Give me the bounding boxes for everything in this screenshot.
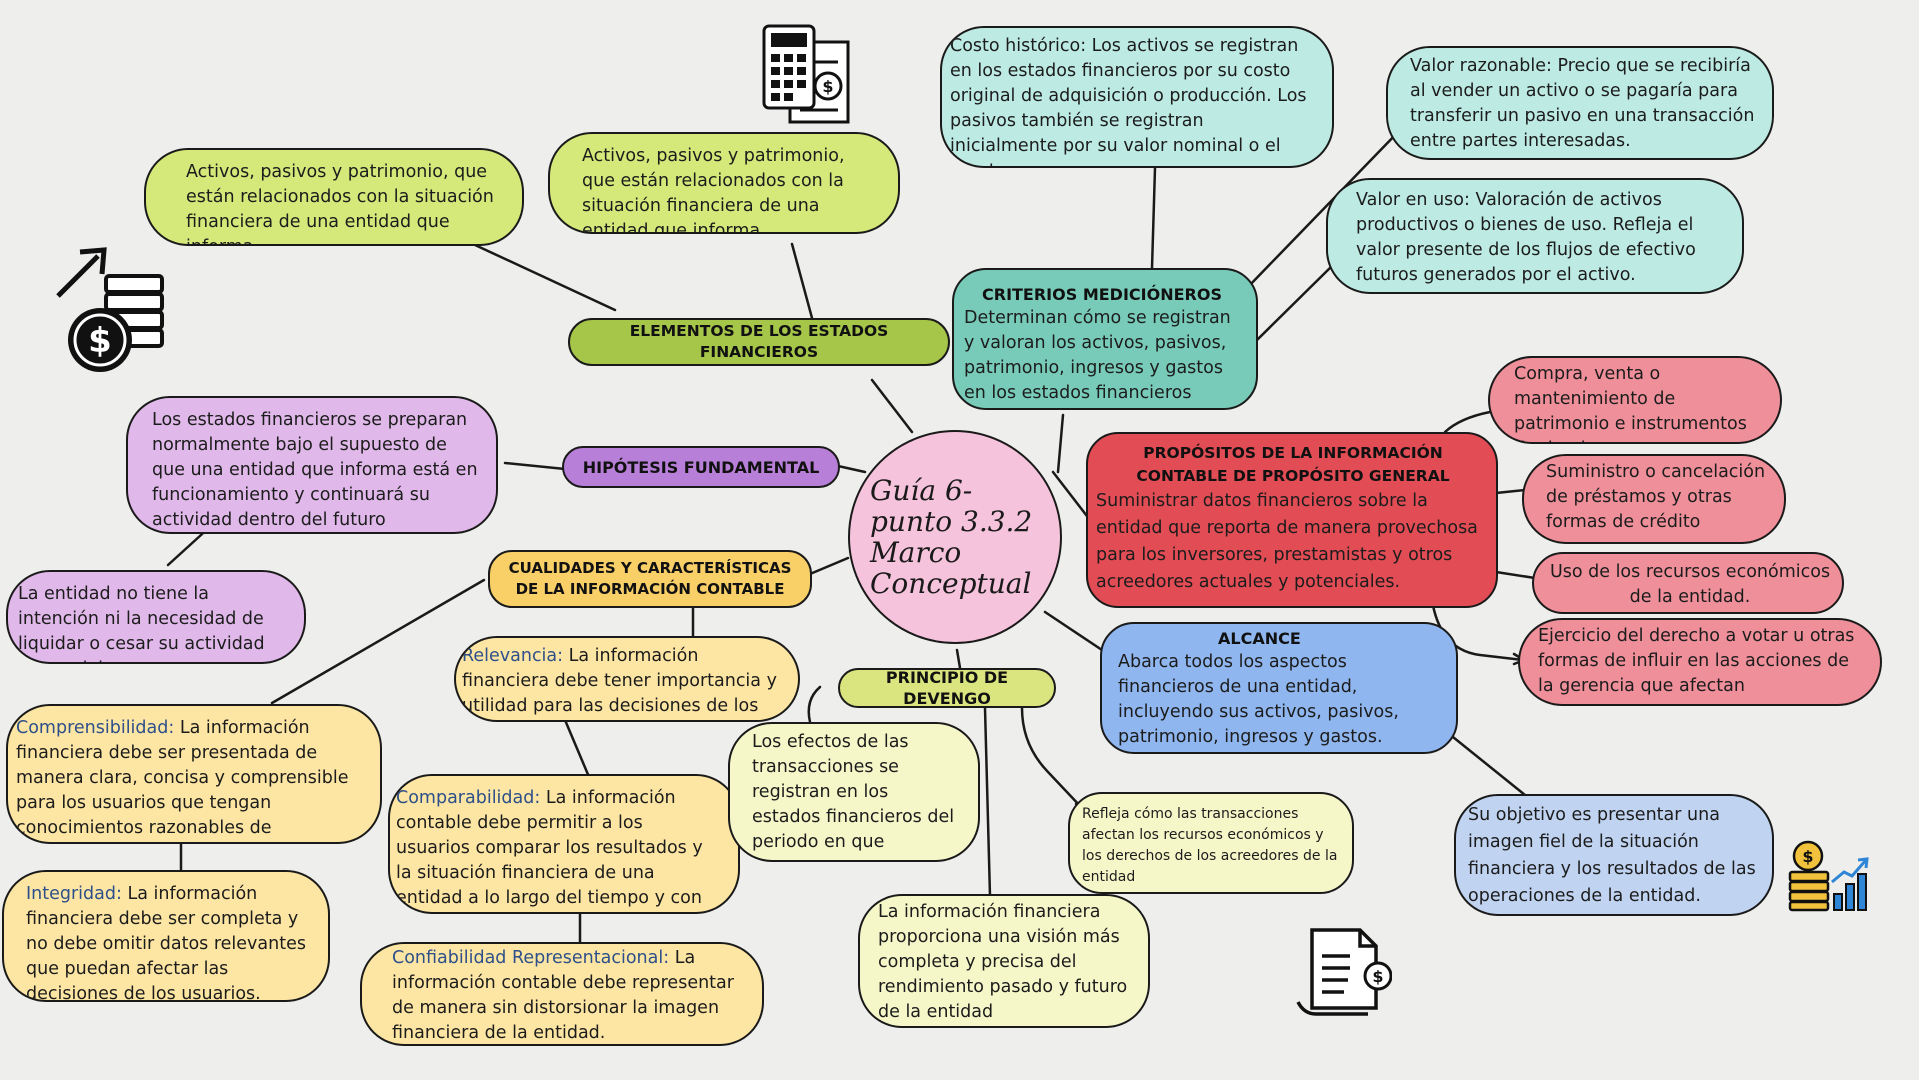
proposito-compra-text: Compra, venta o mantenimiento de patrimo… xyxy=(1514,364,1747,442)
valor-uso-box: Valor en uso: Valoración de activos prod… xyxy=(1326,178,1744,294)
confiabilidad-box: Confiabilidad Representacional: La infor… xyxy=(360,942,764,1046)
valor-razonable-box: Valor razonable: Precio que se recibiría… xyxy=(1386,46,1774,160)
proposito-suministro-text: Suministro o cancelación de préstamos y … xyxy=(1546,462,1766,532)
elementos-top-box: Activos, pasivos y patrimonio, que están… xyxy=(548,132,900,234)
svg-text:$: $ xyxy=(1802,847,1813,866)
hipotesis-box: Los estados financieros se preparan norm… xyxy=(126,396,498,534)
comparabilidad-text: La información contable debe permitir a … xyxy=(396,788,703,908)
alcance-objetivo-box: Su objetivo es presentar una imagen fiel… xyxy=(1454,794,1774,916)
coins-chart-icon: $ xyxy=(1786,838,1870,912)
calculator-invoice-icon: $ xyxy=(760,22,856,126)
costo-historico-box: Costo histórico: Los activos se registra… xyxy=(940,26,1334,168)
devengo-refleja-text: Refleja cómo las transacciones afectan l… xyxy=(1082,806,1338,885)
hipotesis-text: Los estados financieros se preparan norm… xyxy=(152,410,478,530)
comprensibilidad-text: La información financiera debe ser prese… xyxy=(16,718,349,838)
document-dollar-icon: $ xyxy=(1294,926,1393,1018)
valor-razonable-text: Valor razonable: Precio que se recibiría… xyxy=(1410,56,1755,151)
criterios-text: Determinan cómo se registran y valoran l… xyxy=(964,308,1231,403)
devengo-efectos-box: Los efectos de las transacciones se regi… xyxy=(728,722,980,862)
alcance-header: ALCANCE xyxy=(1218,629,1301,648)
comprensibilidad-label: Comprensibilidad: xyxy=(16,718,175,738)
elementos-top-text: Activos, pasivos y patrimonio, que están… xyxy=(582,146,845,234)
central-topic-label: Guía 6- punto 3.3.2 Marco Conceptual xyxy=(870,474,1033,600)
alcance-text: Abarca todos los aspectos financieros de… xyxy=(1118,652,1399,747)
svg-text:$: $ xyxy=(88,321,112,361)
proposito-uso-recursos-box: Uso de los recursos económicos de la ent… xyxy=(1532,552,1844,614)
confiabilidad-label: Confiabilidad Representacional: xyxy=(392,948,670,968)
proposito-ejercicio-text: Ejercicio del derecho a votar u otras fo… xyxy=(1538,626,1855,696)
relevancia-box: Relevancia: La información financiera de… xyxy=(454,636,800,722)
relevancia-text: La información financiera debe tener imp… xyxy=(462,646,777,716)
coins-growth-icon: $ xyxy=(54,246,174,374)
cualidades-header: CUALIDADES Y CARACTERÍSTICAS DE LA INFOR… xyxy=(488,550,812,608)
proposito-uso-recursos-text: Uso de los recursos económicos de la ent… xyxy=(1549,562,1831,607)
comprensibilidad-box: Comprensibilidad: La información financi… xyxy=(6,704,382,844)
proposito-compra-box: Compra, venta o mantenimiento de patrimo… xyxy=(1488,356,1782,444)
proposito-ejercicio-box: Ejercicio del derecho a votar u otras fo… xyxy=(1518,618,1882,706)
costo-historico-text: Costo histórico: Los activos se registra… xyxy=(950,36,1307,166)
integridad-text: La información financiera debe ser compl… xyxy=(26,884,306,1002)
proposito-suministro-box: Suministro o cancelación de préstamos y … xyxy=(1522,454,1786,544)
criterios-header: CRITERIOS MEDICIÓNEROS xyxy=(982,285,1222,304)
propositos-header: PROPÓSITOS DE LA INFORMACIÓN CONTABLE DE… xyxy=(1136,444,1450,485)
criterios-box: CRITERIOS MEDICIÓNEROS Determinan cómo s… xyxy=(952,268,1258,410)
valor-uso-text: Valor en uso: Valoración de activos prod… xyxy=(1356,190,1696,285)
svg-text:$: $ xyxy=(822,77,833,96)
integridad-box: Integridad: La información financiera de… xyxy=(2,870,330,1002)
propositos-text: Suministrar datos financieros sobre la e… xyxy=(1096,491,1478,592)
confiabilidad-text: La información contable debe representar… xyxy=(392,948,734,1043)
propositos-box: PROPÓSITOS DE LA INFORMACIÓN CONTABLE DE… xyxy=(1086,432,1498,608)
alcance-box: ALCANCE Abarca todos los aspectos financ… xyxy=(1100,622,1458,754)
integridad-label: Integridad: xyxy=(26,884,122,904)
elementos-left-text: Activos, pasivos y patrimonio, que están… xyxy=(186,162,494,244)
alcance-objetivo-text: Su objetivo es presentar una imagen fiel… xyxy=(1468,805,1756,906)
hipotesis-sub-box: La entidad no tiene la intención ni la n… xyxy=(6,570,306,664)
elementos-header: ELEMENTOS DE LOS ESTADOS FINANCIEROS xyxy=(568,318,950,366)
comparabilidad-label: Comparabilidad: xyxy=(396,788,541,808)
devengo-efectos-text: Los efectos de las transacciones se regi… xyxy=(752,732,955,860)
devengo-proporciona-text: La información financiera proporciona un… xyxy=(878,902,1128,1022)
devengo-proporciona-box: La información financiera proporciona un… xyxy=(858,894,1150,1028)
devengo-refleja-box: Refleja cómo las transacciones afectan l… xyxy=(1068,792,1354,894)
svg-text:$: $ xyxy=(1372,967,1383,986)
hipotesis-sub-text: La entidad no tiene la intención ni la n… xyxy=(18,584,265,662)
hipotesis-header: HIPÓTESIS FUNDAMENTAL xyxy=(562,446,840,488)
devengo-header: PRINCIPIO DE DEVENGO xyxy=(838,668,1056,708)
central-topic: Guía 6- punto 3.3.2 Marco Conceptual xyxy=(848,430,1062,644)
relevancia-label: Relevancia: xyxy=(462,646,564,666)
elementos-left-box: Activos, pasivos y patrimonio, que están… xyxy=(144,148,524,246)
comparabilidad-box: Comparabilidad: La información contable … xyxy=(388,774,740,914)
